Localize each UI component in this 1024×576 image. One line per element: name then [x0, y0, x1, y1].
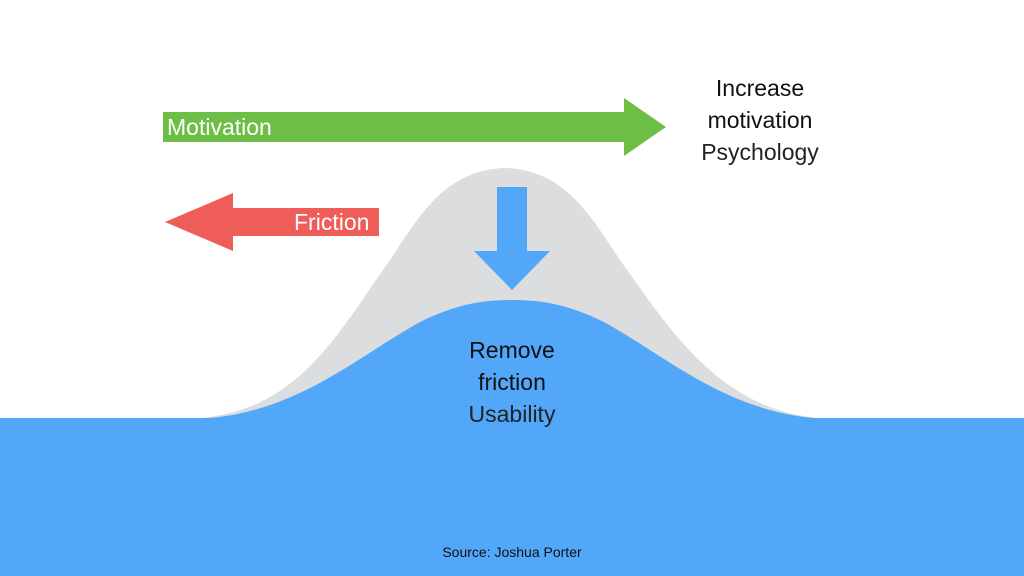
psychology-line: Psychology [701, 139, 819, 165]
friction-water [0, 300, 1024, 576]
remove-friction-block: Remove friction Usability [432, 334, 592, 430]
motivation-label: Motivation [167, 114, 272, 140]
remove-line: Remove [469, 337, 555, 363]
source-credit: Source: Joshua Porter [442, 544, 582, 560]
friction-label: Friction [294, 209, 370, 235]
motivation-hill [200, 168, 820, 418]
motivation-line: motivation [707, 107, 813, 133]
motivation-arrow [163, 98, 666, 156]
down-arrow [474, 187, 550, 290]
friction-line: friction [478, 369, 546, 395]
increase-line: Increase [715, 75, 805, 101]
friction-arrow [165, 193, 379, 251]
increase-motivation-block: Increase motivation Psychology [680, 72, 840, 168]
usability-line: Usability [468, 401, 556, 427]
